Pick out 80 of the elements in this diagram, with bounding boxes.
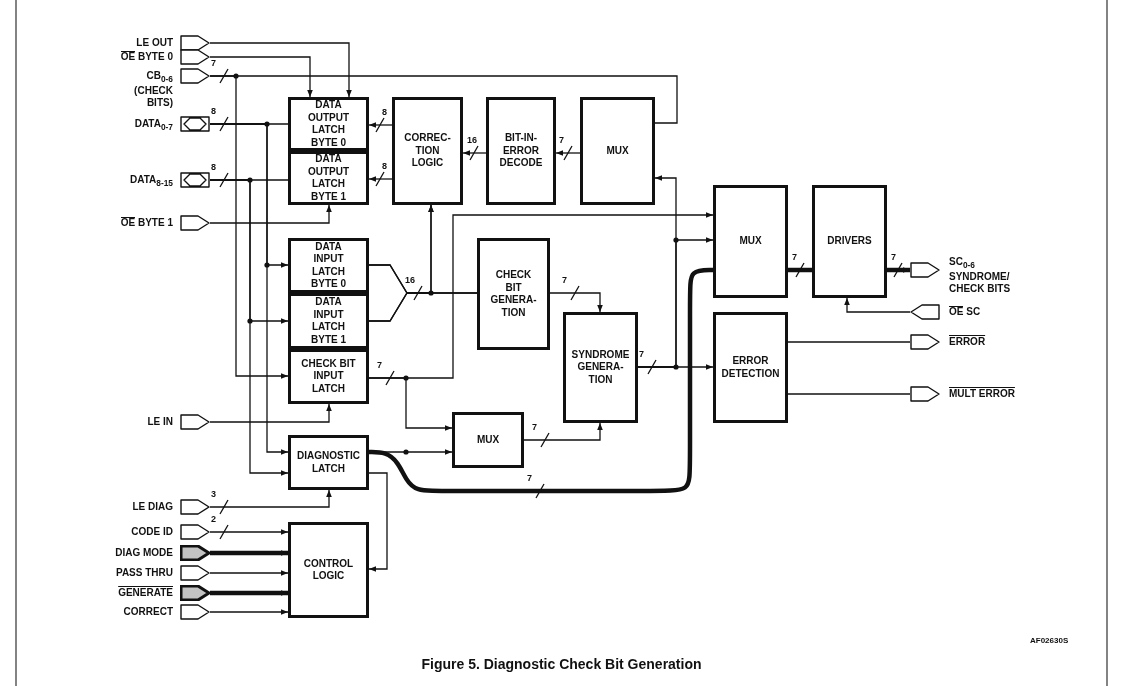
multiplexer-block: MUX [713,185,788,298]
drawing-code: AF02630S [1030,636,1069,645]
latch-block: CHECK BIT INPUT LATCH [288,349,369,404]
pin-label: LE OUT [136,37,173,49]
bus-width-label: 7 [558,135,565,145]
signal-line [462,150,487,156]
latch-block: DATA OUTPUT LATCH BYTE 1 [288,151,369,205]
pin-label: GENERATE [118,587,173,599]
logic-block: CHECK BIT GENERA- TION [477,238,550,350]
bus-width-label: 7 [210,58,217,68]
bus-width-label: 8 [210,162,217,172]
signal-line [368,122,393,128]
signal-line [209,609,289,615]
signal-line [549,292,603,313]
pin-label: MULT ERROR [949,388,1015,400]
pin-label: ERROR [949,336,986,348]
signal-line [209,403,332,423]
pin-label: OE SC [949,306,981,318]
signal-line [209,179,289,476]
pin-label: DATA$_{8-15}$ [130,174,173,189]
pin-label: CORRECT [123,606,173,618]
multiplexer-block: MUX [580,97,655,205]
bus-width-label: 3 [210,489,217,499]
thick-bus-line [210,590,288,596]
pin-label: PASS THRU [115,567,173,579]
signal-line [844,297,911,313]
signal-line [209,489,332,508]
pin-label: DIAG MODE [115,547,173,559]
signal-line [209,204,332,224]
pin-label: SC$_{0-6}$ SYNDROME/ CHECK BITS [949,256,1012,295]
pin-label: OE BYTE 0 [120,51,173,63]
signal-line [555,150,581,156]
logic-block: CORREC- TION LOGIC [392,97,463,205]
signal-line [523,422,603,441]
bus-width-label: 7 [791,252,798,262]
pin-label: LE DIAG [132,501,173,513]
latch-block: DATA INPUT LATCH BYTE 0 [288,238,369,293]
logic-block: CONTROL LOGIC [288,522,369,618]
signal-line [209,123,289,455]
signal-line [368,176,393,182]
thick-bus-line [210,550,288,556]
bus-width-label: 7 [561,275,568,285]
bus-width-label: 7 [526,473,533,483]
driver-block: DRIVERS [812,185,887,298]
signal-line [209,42,352,98]
signal-line [787,393,911,395]
logic-block: ERROR DETECTION [713,312,788,423]
bus-width-label: 8 [210,106,217,116]
pin-label: CB$_{0-6}$ (CHECK BITS) [133,70,173,109]
decoder-block: BIT-IN- ERROR DECODE [486,97,556,205]
bus-width-label: 2 [210,514,217,524]
logic-block: SYNDROME GENERA- TION [563,312,638,423]
signal-line [368,472,388,572]
latch-block: DIAGNOSTIC LATCH [288,435,369,490]
signal-line [368,292,478,322]
signal-line [368,377,453,431]
thick-bus-line [887,267,910,273]
multiplexer-block: MUX [452,412,524,468]
pin-label: CODE ID [131,526,173,538]
thick-bus-line [788,267,812,273]
latch-block: DATA OUTPUT LATCH BYTE 0 [288,97,369,151]
latch-block: DATA INPUT LATCH BYTE 1 [288,293,369,349]
bus-width-label: 16 [404,275,416,285]
signal-line [209,529,289,535]
bus-width-label: 7 [531,422,538,432]
bus-width-label: 8 [381,161,388,171]
bus-width-label: 16 [466,135,478,145]
bus-width-label: 8 [381,107,388,117]
signal-line [637,237,714,368]
signal-line [209,56,313,98]
signal-line [209,570,289,576]
bus-width-label: 7 [638,349,645,359]
signal-line [209,75,289,379]
figure-caption: Figure 5. Diagnostic Check Bit Generation [420,656,703,672]
signal-line [787,341,911,343]
bus-width-label: 7 [376,360,383,370]
pin-label: LE IN [147,416,173,428]
bus-width-label: 7 [890,252,897,262]
pin-label: DATA$_{0-7}$ [134,118,173,133]
pin-label: OE BYTE 1 [120,217,173,229]
